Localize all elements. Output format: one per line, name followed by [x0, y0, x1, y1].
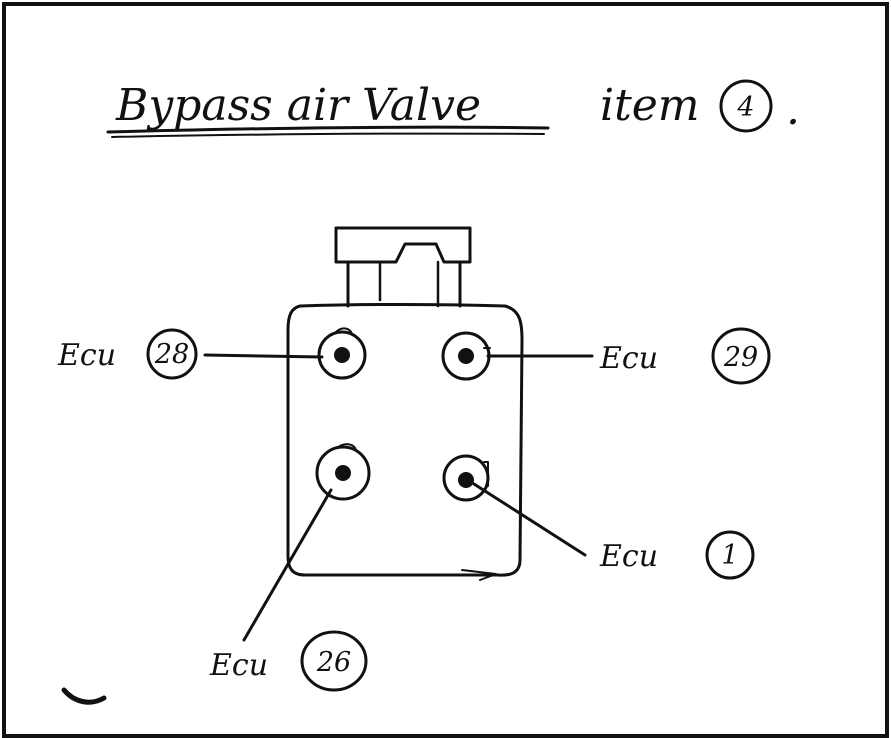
title-underline	[106, 125, 550, 134]
terminal-bottom-left	[315, 443, 371, 501]
terminal-pin	[458, 472, 474, 488]
item-number-circle	[719, 79, 773, 133]
terminal-top-right	[441, 331, 491, 381]
pin-number: 1	[721, 540, 738, 571]
ecu-label-prefix: Ecu	[599, 539, 658, 574]
terminal-pin	[335, 465, 351, 481]
terminal-pin	[334, 347, 350, 363]
label-ecu-26: Ecu 26	[209, 630, 368, 692]
pin-number: 29	[723, 342, 758, 373]
terminal-ring	[317, 330, 367, 380]
title-text: Bypass air Valve	[115, 80, 481, 131]
pin-number-circle	[146, 328, 198, 380]
pin-number-circle	[711, 327, 771, 385]
label-ecu-1: Ecu 1	[599, 530, 755, 580]
leader-line-ecu-1	[472, 482, 587, 557]
body-stroke-mark	[461, 569, 497, 581]
ecu-label-prefix: Ecu	[209, 648, 268, 683]
connector-clip	[334, 226, 472, 308]
item-number: 4	[736, 92, 754, 123]
leader-line-ecu-28	[203, 353, 324, 359]
ecu-label-prefix: Ecu	[599, 341, 658, 376]
title-group: Bypass air Valve item 4 .	[106, 79, 800, 138]
pin-number: 26	[316, 647, 351, 678]
terminal-top-left	[317, 327, 367, 380]
terminal-bottom-right	[442, 454, 490, 502]
pin-number-circle	[705, 530, 755, 580]
terminal-pin	[458, 348, 474, 364]
valve-body	[286, 303, 524, 577]
label-ecu-29: Ecu 29	[599, 327, 771, 385]
stray-ink-mark	[61, 687, 107, 705]
label-ecu-28: Ecu 28	[57, 328, 198, 380]
pin-number-circle	[300, 630, 368, 692]
ecu-label-prefix: Ecu	[57, 338, 116, 373]
terminal-ring	[315, 445, 371, 501]
pin-number: 28	[154, 339, 189, 370]
title-period: .	[786, 84, 800, 135]
title-underline-second-stroke	[111, 132, 545, 138]
title-suffix: item	[600, 80, 700, 131]
leader-line-ecu-26	[242, 488, 333, 642]
